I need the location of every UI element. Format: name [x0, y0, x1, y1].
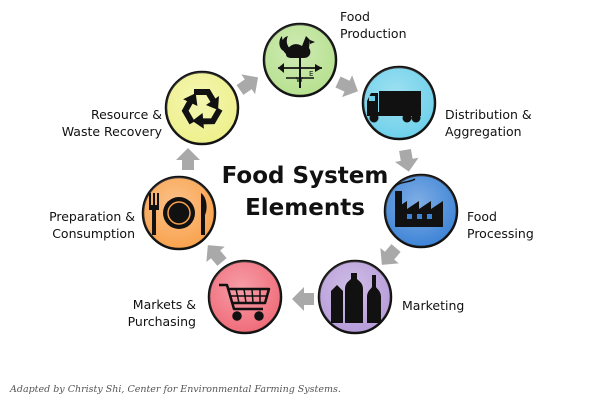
label-resource-waste-recovery: Resource & Waste Recovery	[62, 106, 162, 140]
label-line-1: Markets &	[132, 297, 196, 312]
label-food-processing: Food Processing	[467, 208, 534, 242]
label-marketing: Marketing	[402, 297, 464, 314]
diagram-title: Food System Elements	[200, 160, 410, 224]
label-line-1: Preparation &	[49, 209, 135, 224]
label-line-2: Aggregation	[445, 124, 522, 139]
arrow-marketing-to-markets	[292, 287, 314, 311]
rooster-weathervane-icon: W E	[278, 36, 322, 88]
truck-icon	[367, 91, 421, 123]
node-resource-waste-recovery	[164, 70, 240, 146]
cycle-arrows	[176, 74, 419, 311]
label-line-1: Food	[467, 209, 497, 224]
label-preparation-consumption: Preparation & Consumption	[49, 208, 135, 242]
label-line-1: Distribution &	[445, 107, 532, 122]
shopping-cart-icon	[219, 283, 271, 321]
title-line-2: Elements	[245, 195, 365, 221]
arrow-distribution-to-processing	[394, 148, 419, 172]
label-line-2: Consumption	[52, 226, 135, 241]
factory-icon	[392, 178, 443, 227]
title-line-1: Food System	[221, 163, 389, 189]
plate-fork-knife-icon	[149, 193, 207, 235]
label-line-2: Waste Recovery	[61, 124, 162, 139]
label-line-2: Processing	[467, 226, 534, 241]
bottles-icon	[331, 273, 381, 323]
node-preparation-consumption	[141, 175, 217, 251]
svg-text:E: E	[309, 70, 313, 78]
arrow-resource-to-production	[236, 74, 259, 95]
node-distribution-aggregation	[361, 65, 437, 141]
svg-text:W: W	[296, 76, 303, 84]
arrow-processing-to-marketing	[380, 244, 401, 265]
credit-line: Adapted by Christy Shi, Center for Envir…	[10, 384, 341, 395]
arrow-preparation-to-resource	[176, 148, 200, 170]
node-food-production: W E	[262, 22, 338, 98]
label-line-2: Production	[340, 26, 407, 41]
arrow-production-to-distribution	[335, 75, 358, 98]
arrow-markets-to-preparation	[206, 245, 227, 266]
label-distribution-aggregation: Distribution & Aggregation	[445, 106, 532, 140]
label-line-2: Purchasing	[127, 314, 196, 329]
label-markets-purchasing: Markets & Purchasing	[128, 296, 196, 330]
label-line-1: Food	[340, 9, 370, 24]
label-food-production: Food Production	[340, 8, 407, 42]
node-markets-purchasing	[207, 259, 283, 335]
recycle-icon	[181, 89, 223, 129]
node-food-processing	[383, 173, 459, 249]
label-line-1: Marketing	[402, 298, 465, 313]
label-line-1: Resource &	[90, 107, 162, 122]
node-marketing	[317, 259, 393, 335]
